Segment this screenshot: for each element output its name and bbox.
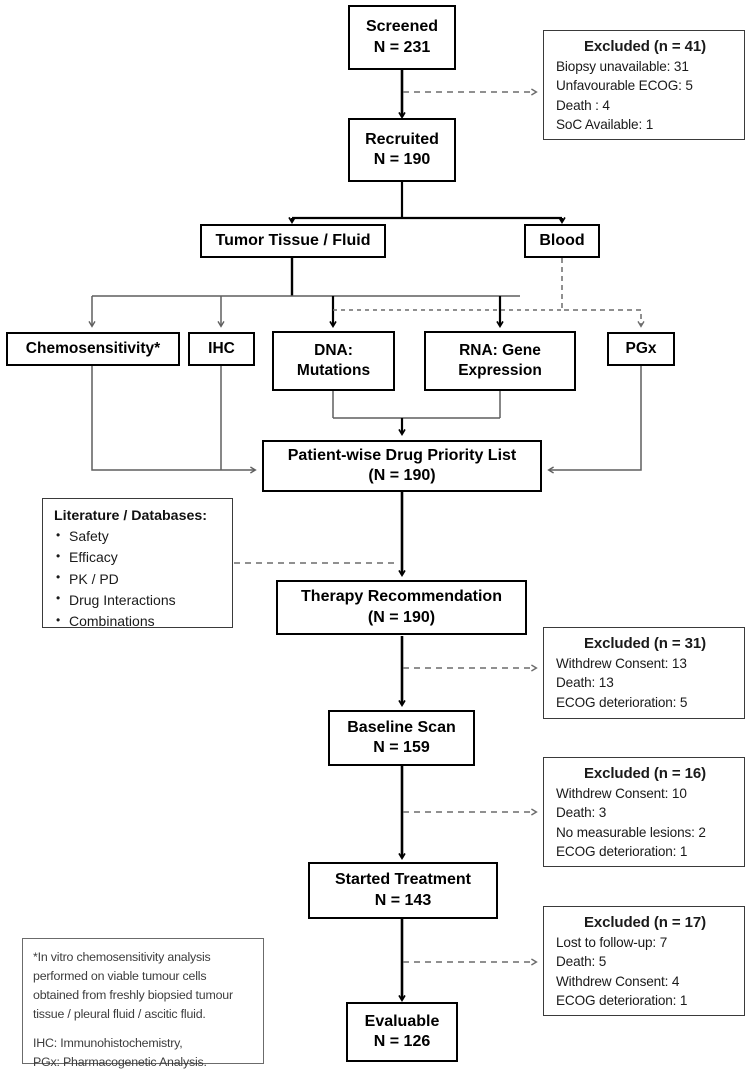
node-baseline-label: Baseline Scan <box>347 718 456 736</box>
excluded-reason: Death : 4 <box>556 97 610 113</box>
node-screened[interactable]: Screened N = 231 <box>348 5 456 70</box>
excluded-box-after-baseline[interactable]: Excluded (n = 16) Withdrew Consent: 10 D… <box>543 757 745 867</box>
node-evaluable-count: N = 126 <box>373 1033 431 1050</box>
footnote-line: obtained from freshly biopsied tumour <box>33 987 233 1002</box>
node-started-count: N = 143 <box>374 891 432 909</box>
excluded-reason: Lost to follow-up: 7 <box>556 935 668 950</box>
node-baseline-count: N = 159 <box>373 739 430 756</box>
node-evaluable-label: Evaluable <box>364 1012 440 1030</box>
node-drug-priority-list[interactable]: Patient-wise Drug Priority List (N = 190… <box>262 440 542 492</box>
node-baseline-scan[interactable]: Baseline Scan N = 159 <box>328 710 475 766</box>
node-evaluable[interactable]: Evaluable N = 126 <box>346 1002 458 1062</box>
literature-list: Safety Efficacy PK / PD Drug Interaction… <box>54 525 224 632</box>
node-dna-label: DNA: <box>314 342 353 360</box>
node-pgx-label: PGx <box>625 340 657 358</box>
node-chemosensitivity[interactable]: Chemosensitivity* <box>6 332 180 366</box>
footnote-line: IHC: Immunohistochemistry, <box>33 1036 183 1051</box>
literature-databases-box[interactable]: Literature / Databases: Safety Efficacy … <box>42 498 233 629</box>
node-therapy-label: Therapy Recommendation <box>301 588 502 606</box>
node-blood-label: Blood <box>539 231 585 249</box>
node-ihc-label: IHC <box>208 340 235 358</box>
node-chemo-label: Chemosensitivity* <box>25 340 161 358</box>
excluded-reason: ECOG deterioration: 5 <box>556 694 688 710</box>
excluded-title: Excluded (n = 31) <box>583 635 707 652</box>
footnote-line: *In vitro chemosensitivity analysis <box>33 950 211 964</box>
excluded-reason: No measurable lesions: 2 <box>556 824 706 840</box>
node-tumor-label: Tumor Tissue / Fluid <box>215 231 371 249</box>
excluded-reason: ECOG deterioration: 1 <box>556 843 688 859</box>
excluded-box-after-therapy[interactable]: Excluded (n = 31) Withdrew Consent: 13 D… <box>543 627 745 719</box>
literature-item: Efficacy <box>56 547 224 568</box>
footnote-box: *In vitro chemosensitivity analysis perf… <box>22 938 264 1069</box>
node-screened-count: N = 231 <box>373 38 431 56</box>
node-blood[interactable]: Blood <box>524 224 600 258</box>
literature-item: Safety <box>56 525 224 547</box>
literature-item: Combinations <box>56 611 224 632</box>
edge-blood-to-pgx <box>561 258 645 328</box>
node-rna-gene-expression[interactable]: RNA: Gene Expression <box>424 331 576 391</box>
excluded-reason: Unfavourable ECOG: 5 <box>556 78 693 94</box>
excluded-reason: Withdrew Consent: 10 <box>556 786 687 801</box>
node-rna-sublabel: Expression <box>458 362 542 379</box>
literature-item: PK / PD <box>56 568 224 590</box>
footnote-line: performed on viable tumour cells <box>33 968 207 983</box>
node-rna-label: RNA: Gene <box>459 342 541 360</box>
excluded-title: Excluded (n = 17) <box>583 914 707 931</box>
node-priority-count: (N = 190) <box>368 467 436 484</box>
node-dna-mutations[interactable]: DNA: Mutations <box>272 331 395 391</box>
node-tumor-tissue-fluid[interactable]: Tumor Tissue / Fluid <box>200 224 386 258</box>
node-screened-label: Screened <box>365 18 439 36</box>
excluded-reason: SoC Available: 1 <box>556 116 654 132</box>
node-therapy-recommendation[interactable]: Therapy Recommendation (N = 190) <box>276 580 527 635</box>
excluded-title: Excluded (n = 16) <box>583 765 707 782</box>
node-started-treatment[interactable]: Started Treatment N = 143 <box>308 862 498 919</box>
excluded-reason: Death: 3 <box>556 805 607 821</box>
excluded-reason: Death: 13 <box>556 675 614 691</box>
node-therapy-count: (N = 190) <box>367 608 436 626</box>
node-dna-sublabel: Mutations <box>296 362 371 379</box>
node-recruited-label: Recruited <box>365 130 439 148</box>
node-pgx[interactable]: PGx <box>607 332 675 366</box>
node-priority-label: Patient-wise Drug Priority List <box>287 446 517 464</box>
literature-title: Literature / Databases: <box>54 508 207 524</box>
excluded-reason: ECOG deterioration: 1 <box>556 992 688 1008</box>
excluded-reason: Biopsy unavailable: 31 <box>556 59 689 74</box>
node-ihc[interactable]: IHC <box>188 332 255 366</box>
edge-chemo-to-priority <box>91 366 257 474</box>
excluded-reason: Withdrew Consent: 13 <box>556 656 687 671</box>
node-recruited-count: N = 190 <box>373 151 431 168</box>
literature-item: Drug Interactions <box>56 589 224 611</box>
footnote-line: tissue / pleural fluid / ascitic fluid. <box>33 1006 206 1021</box>
excluded-box-after-started[interactable]: Excluded (n = 17) Lost to follow-up: 7 D… <box>543 906 745 1016</box>
footnote-line: PGx: Pharmacogenetic Analysis. <box>33 1055 207 1070</box>
excluded-box-after-screened[interactable]: Excluded (n = 41) Biopsy unavailable: 31… <box>543 30 745 140</box>
node-recruited[interactable]: Recruited N = 190 <box>348 118 456 182</box>
excluded-reason: Death: 5 <box>556 954 607 970</box>
excluded-reason: Withdrew Consent: 4 <box>556 973 680 989</box>
node-started-label: Started Treatment <box>334 871 472 889</box>
excluded-title: Excluded (n = 41) <box>583 38 707 55</box>
